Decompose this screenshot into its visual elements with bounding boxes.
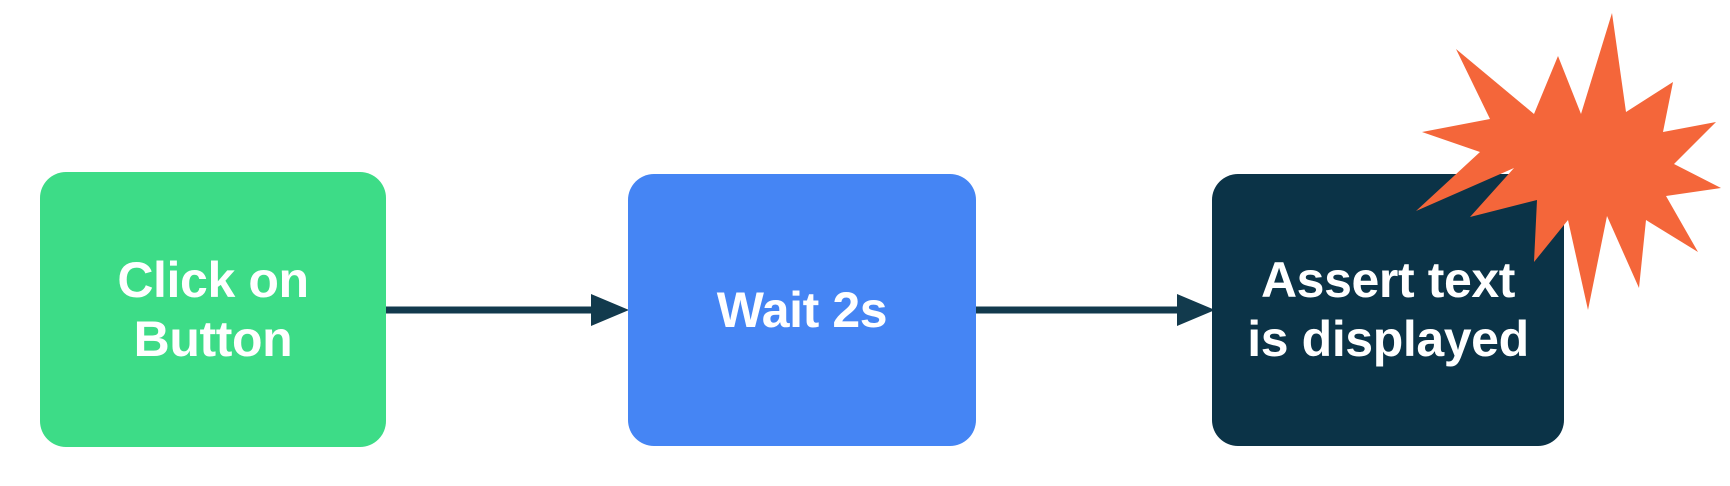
arrow-icon [386, 294, 629, 326]
arrow-icon [976, 294, 1215, 326]
flow-edge-wait-to-assert [976, 290, 1216, 330]
flow-node-click-on-button[interactable]: Click on Button [40, 172, 386, 447]
flow-node-label: Assert text is displayed [1247, 252, 1529, 367]
flow-node-assert-text-is-displayed[interactable]: Assert text is displayed [1212, 174, 1564, 446]
flow-node-label: Wait 2s [716, 281, 888, 338]
flow-edge-click-to-wait [386, 290, 630, 330]
flow-node-wait-2s[interactable]: Wait 2s [628, 174, 976, 446]
flow-node-label: Click on Button [117, 251, 309, 367]
